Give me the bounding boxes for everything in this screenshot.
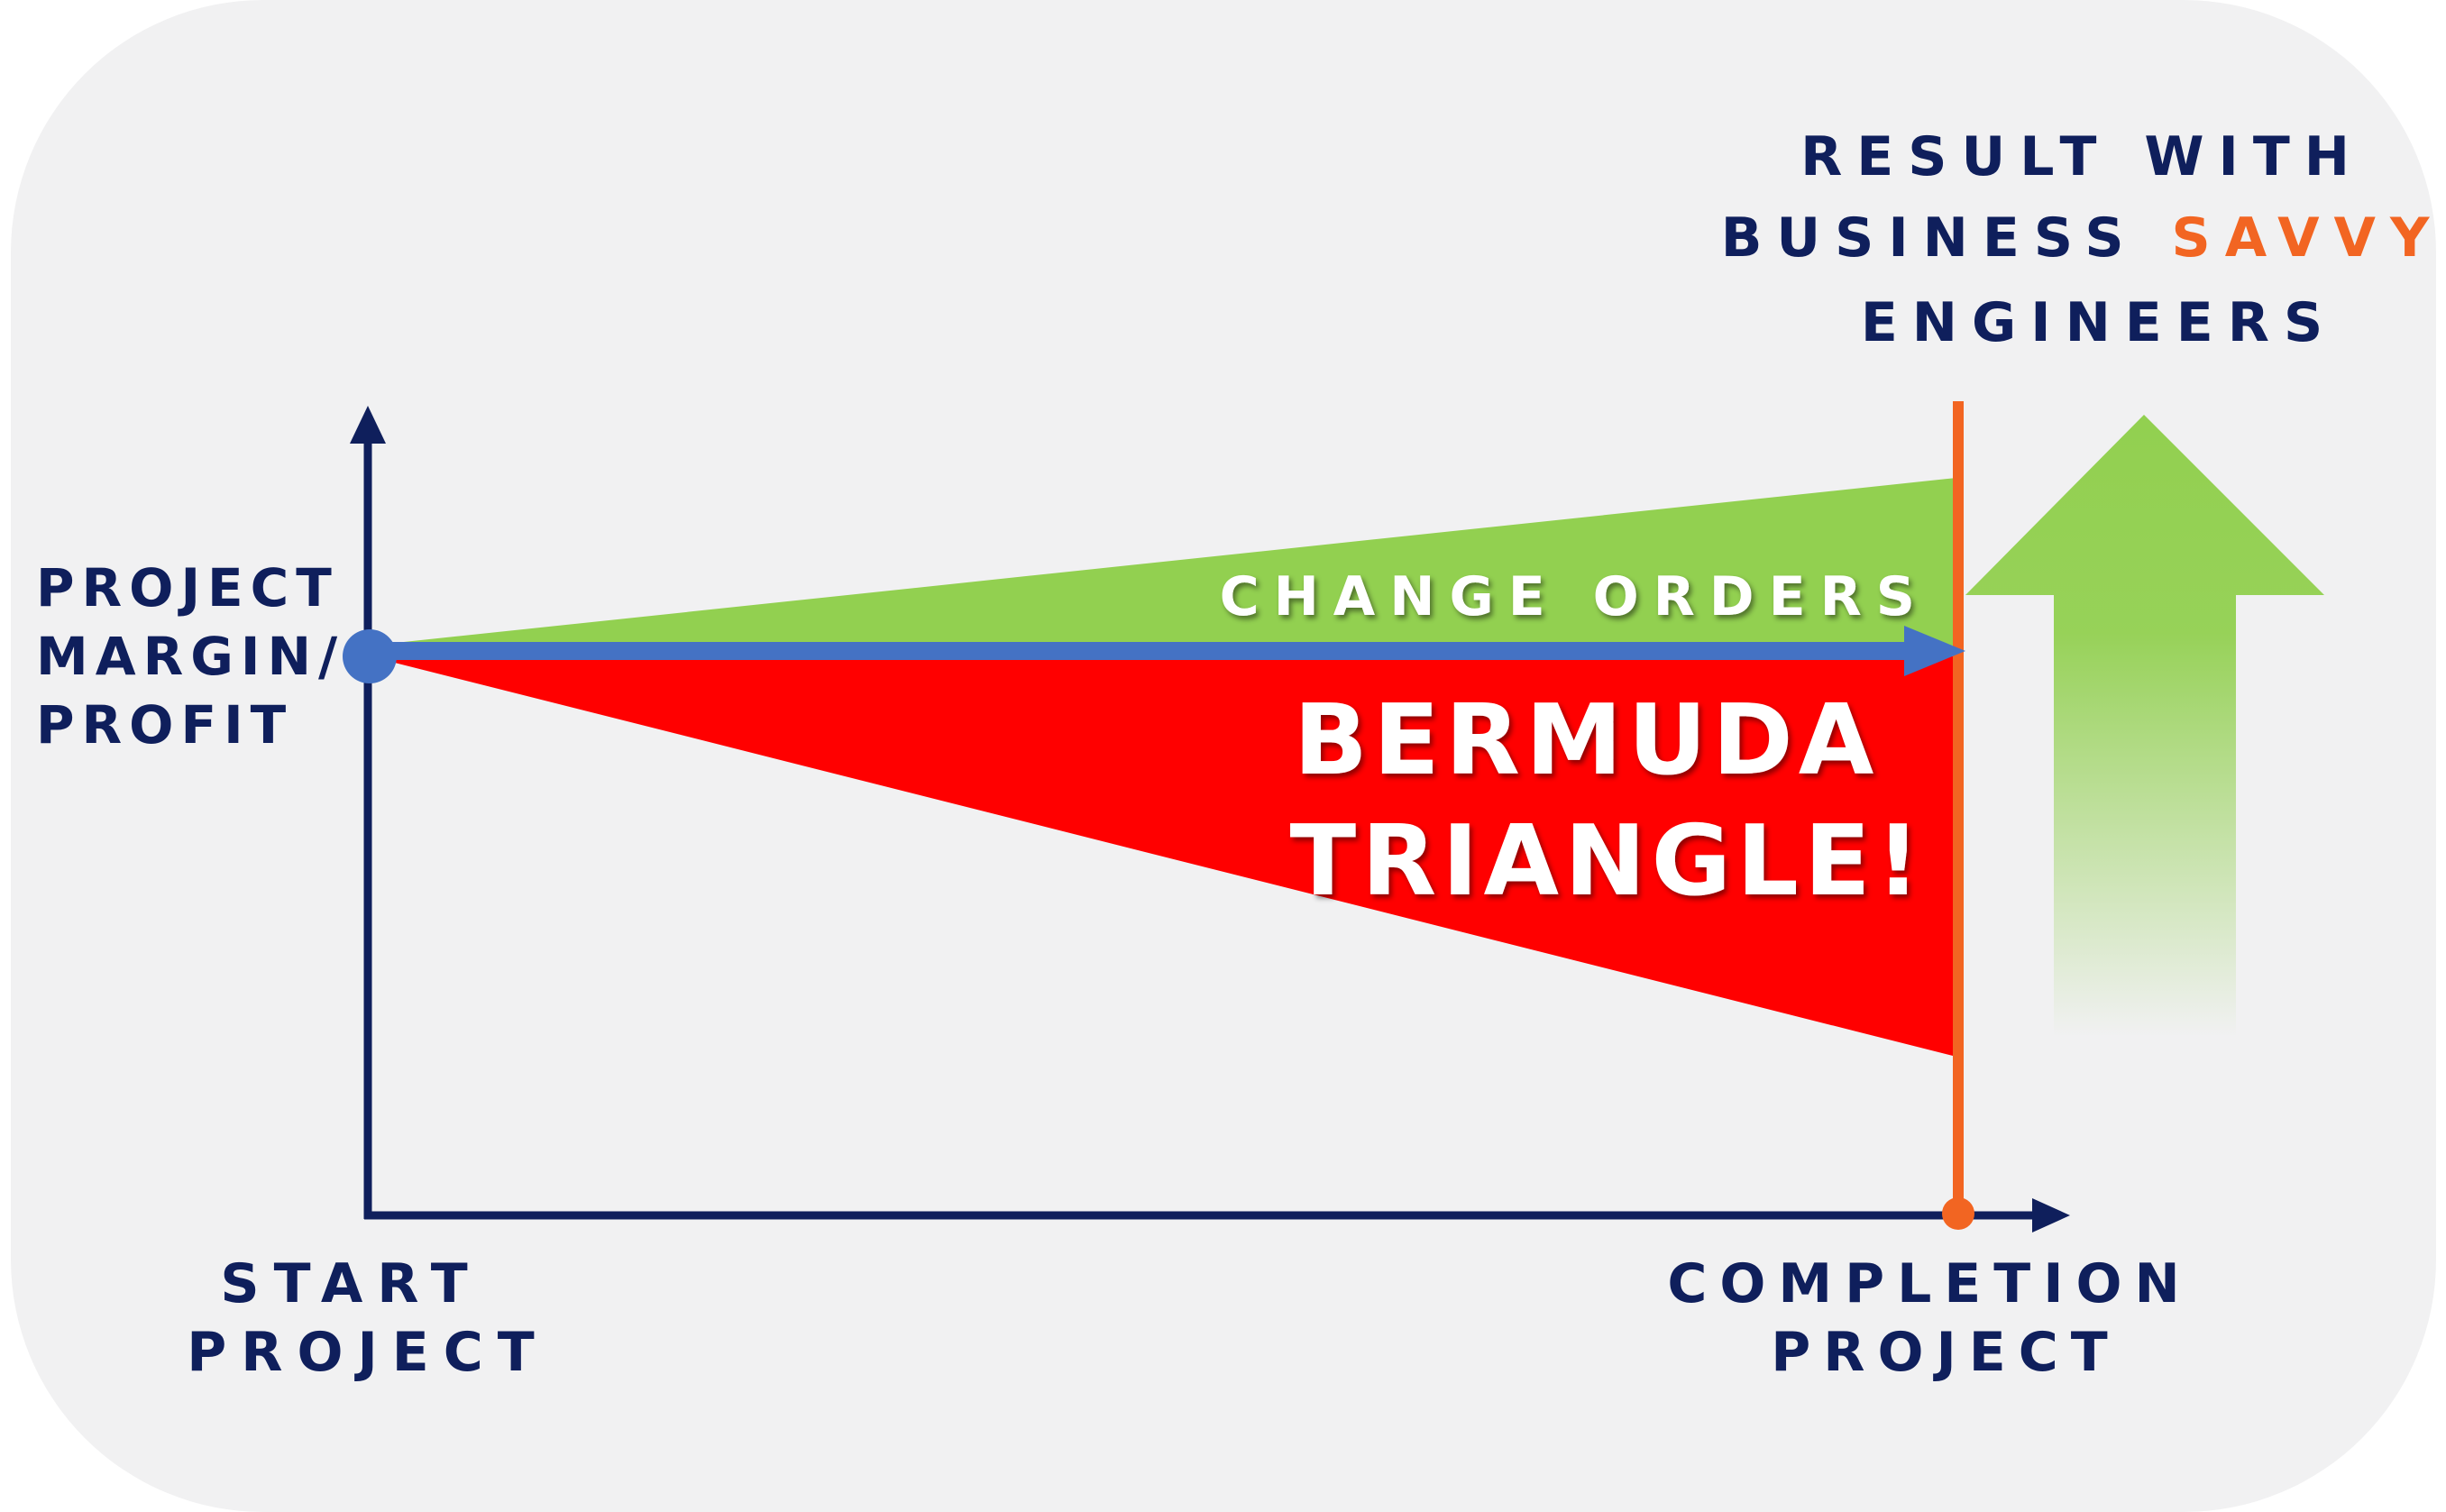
bermuda-label-line2: TRIANGLE! [1290,805,1926,918]
start-project-label: START PROJECT [187,1252,548,1384]
y-axis-label-line3: PROFIT [36,694,293,756]
y-axis-label-line2: MARGIN/ [36,626,344,687]
result-label-line1: RESULT WITH [1800,125,2364,188]
result-up-arrow [1965,415,2324,1037]
bermuda-triangle-label: BERMUDA TRIANGLE! [1290,684,1926,918]
result-label-line2: BUSINESS SAVVY [1721,206,2446,270]
change-orders-label: CHANGE ORDERS [1220,565,1929,628]
result-label-business: BUSINESS [1721,206,2172,270]
right-arrow-icon [1904,626,1965,676]
start-label-line2: PROJECT [187,1321,548,1384]
result-label-line3: ENGINEERS [1861,291,2337,354]
start-label-line1: START [220,1252,481,1315]
change-orders-wedge [370,478,1956,646]
y-axis-arrowhead [350,406,386,444]
completion-label-line1: COMPLETION [1667,1252,2192,1315]
bermuda-label-line1: BERMUDA [1294,684,1880,797]
y-axis-label: PROJECT MARGIN/ PROFIT [36,557,370,756]
completion-label-line2: PROJECT [1771,1321,2120,1384]
completion-project-label: COMPLETION PROJECT [1667,1252,2223,1384]
completion-dot [1942,1197,1974,1230]
result-label: RESULT WITH BUSINESS SAVVY ENGINEERS [1721,125,2446,354]
x-axis-arrowhead [2032,1198,2070,1233]
bermuda-triangle-wedge [370,656,1956,1057]
y-axis-label-line1: PROJECT [36,557,339,619]
result-label-savvy: SAVVY [2172,206,2444,270]
start-dot [343,629,397,683]
